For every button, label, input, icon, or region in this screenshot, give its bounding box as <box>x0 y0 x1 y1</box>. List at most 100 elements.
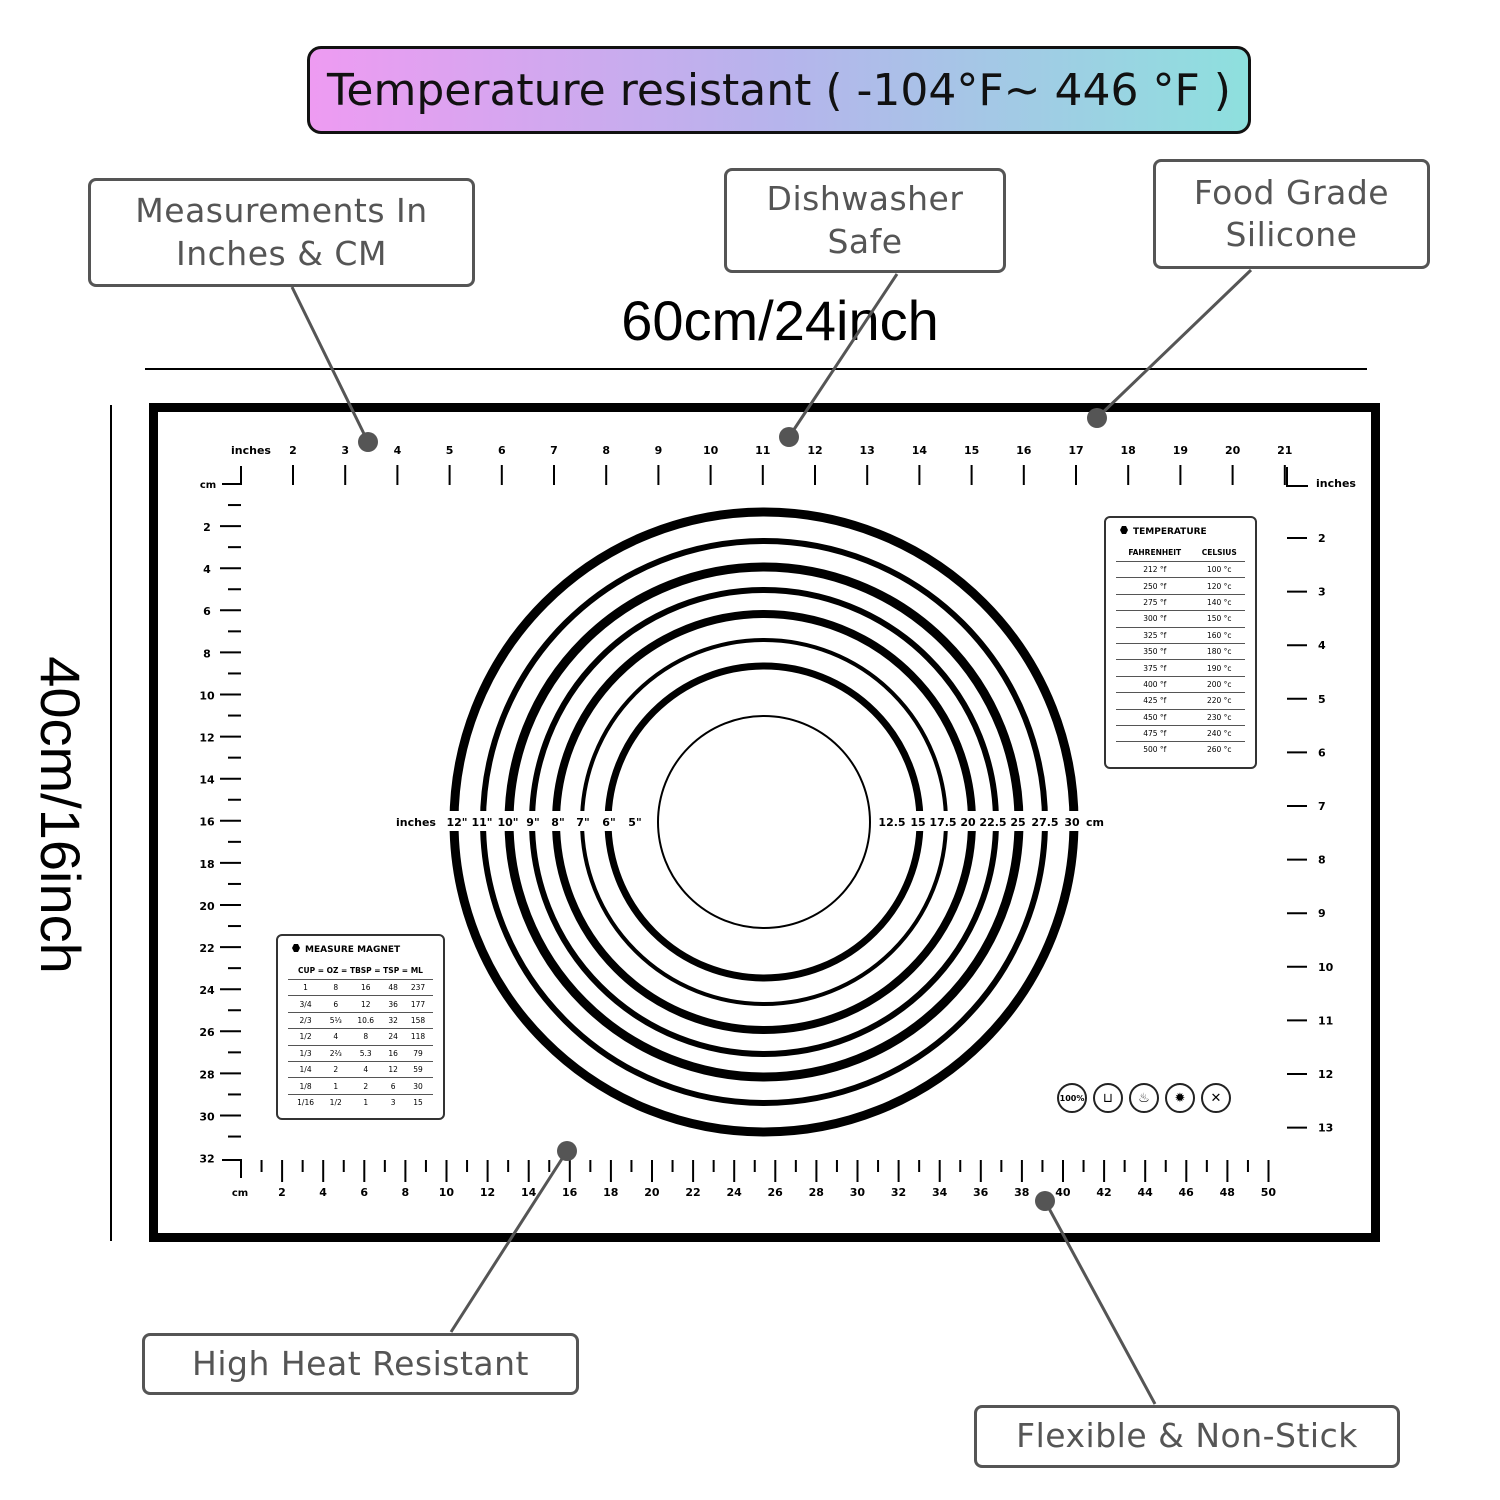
left-ruler-number: 28 <box>199 1068 214 1081</box>
circle-cm-value: 22.5 <box>979 816 1006 829</box>
left-ruler-number: 30 <box>199 1110 215 1123</box>
top-ruler-number: 19 <box>1173 444 1188 457</box>
circle-cm-unit: cm <box>1086 816 1104 829</box>
top-ruler-number: 8 <box>602 444 610 457</box>
table-cell: 48 <box>383 979 404 997</box>
table-cell: 1 <box>288 979 324 997</box>
circle-inch-value: 9" <box>526 816 539 829</box>
table-cell: 450 °f <box>1116 709 1194 726</box>
hexagon-icon <box>292 944 300 952</box>
table-cell: 140 °c <box>1193 594 1245 612</box>
top-ruler-number: 21 <box>1277 444 1292 457</box>
table-cell: 240 °c <box>1193 725 1245 743</box>
right-ruler-number: 7 <box>1318 800 1326 813</box>
table-cell: 275 °f <box>1116 594 1194 612</box>
table-cell: 1/3 <box>288 1045 324 1062</box>
bottom-ruler-number: 10 <box>439 1186 455 1199</box>
table-cell: 1/8 <box>288 1077 324 1095</box>
bottom-ruler-number: 14 <box>521 1186 537 1199</box>
leader-line-high-heat <box>449 1150 569 1333</box>
leader-line-food-grade <box>1095 268 1253 420</box>
left-ruler-number: 22 <box>199 942 214 955</box>
top-ruler-number: 11 <box>755 444 770 457</box>
width-dimension: 60cm/24inch <box>621 289 939 352</box>
table-cell: 2 <box>323 1061 349 1079</box>
top-ruler-number: 18 <box>1121 444 1136 457</box>
leader-line-dishwasher <box>787 273 899 438</box>
top-ruler-number: 9 <box>655 444 663 457</box>
silicone-100-badge-icon: 100% <box>1057 1083 1087 1113</box>
table-cell: 350 °f <box>1116 643 1194 661</box>
table-cell: 8 <box>348 1028 384 1046</box>
table-cell: 300 °f <box>1116 610 1194 628</box>
temperature-table-title: TEMPERATURE <box>1133 527 1207 537</box>
leader-line-flexible <box>1043 1200 1157 1405</box>
celsius-header: CELSIUS <box>1193 543 1245 562</box>
table-cell: 12 <box>383 1061 404 1079</box>
circle-cm-value: 20 <box>960 816 976 829</box>
table-cell: 16 <box>348 979 384 997</box>
table-cell: 160 °c <box>1193 627 1245 644</box>
callout-measurements-line2: Inches & CM <box>176 233 387 273</box>
table-cell: 425 °f <box>1116 692 1194 710</box>
dishwasher-icon: ⊔ <box>1093 1083 1123 1113</box>
table-cell: 1 <box>323 1077 349 1095</box>
left-ruler-number: 18 <box>199 858 214 871</box>
bottom-ruler-number: 2 <box>278 1186 286 1199</box>
table-cell: 1/2 <box>329 1097 342 1107</box>
bottom-ruler-number: 42 <box>1096 1186 1111 1199</box>
temperature-banner: Temperature resistant ( -104°F~ 446 °F ) <box>307 46 1251 134</box>
bottom-ruler-number: 48 <box>1220 1186 1235 1199</box>
top-ruler-number: 3 <box>341 444 349 457</box>
table-cell: 100 °c <box>1193 561 1245 579</box>
table-cell: 12 <box>348 995 384 1013</box>
top-ruler-number: 5 <box>446 444 454 457</box>
table-cell: 2 <box>348 1077 384 1095</box>
table-cell: 375 °f <box>1116 659 1194 677</box>
bottom-ruler-number: 26 <box>768 1186 784 1199</box>
measure-table: MEASURE MAGNET CUP = OZ = TBSP = TSP = M… <box>276 934 445 1120</box>
table-cell: 475 °f <box>1116 725 1194 743</box>
table-cell: 120 °c <box>1193 577 1245 595</box>
circle-label-band <box>445 811 645 831</box>
right-ruler-number: 13 <box>1318 1122 1333 1135</box>
top-ruler-number: 12 <box>807 444 822 457</box>
left-ruler-number: 16 <box>199 816 215 829</box>
bottom-ruler-number: 34 <box>932 1186 948 1199</box>
leader-dot <box>1035 1191 1055 1211</box>
table-cell: 8 <box>323 979 349 997</box>
leader-dot <box>358 432 378 452</box>
left-ruler-number: 4 <box>203 563 211 576</box>
right-ruler-number: 2 <box>1318 532 1326 545</box>
table-cell: 158 <box>403 1012 433 1030</box>
table-cell: 325 °f <box>1116 627 1194 644</box>
top-ruler-number: 20 <box>1225 444 1241 457</box>
left-ruler-number: 12 <box>199 732 214 745</box>
right-ruler-number: 8 <box>1318 854 1326 867</box>
table-cell: 500 °f <box>1143 745 1167 755</box>
table-cell: 6 <box>323 995 349 1013</box>
leader-dot <box>1087 408 1107 428</box>
right-ruler-number: 9 <box>1318 907 1326 920</box>
table-cell: 1 <box>363 1097 369 1107</box>
hexagon-icon <box>1120 526 1128 534</box>
left-ruler-number: 32 <box>199 1153 214 1166</box>
bottom-ruler-number: 44 <box>1137 1186 1153 1199</box>
table-cell: 6 <box>383 1077 404 1095</box>
table-cell: 16 <box>383 1045 404 1062</box>
circle-cm-value: 27.5 <box>1031 816 1058 829</box>
bottom-ruler-number: 32 <box>891 1186 906 1199</box>
circle-inch-value: 10" <box>497 816 518 829</box>
